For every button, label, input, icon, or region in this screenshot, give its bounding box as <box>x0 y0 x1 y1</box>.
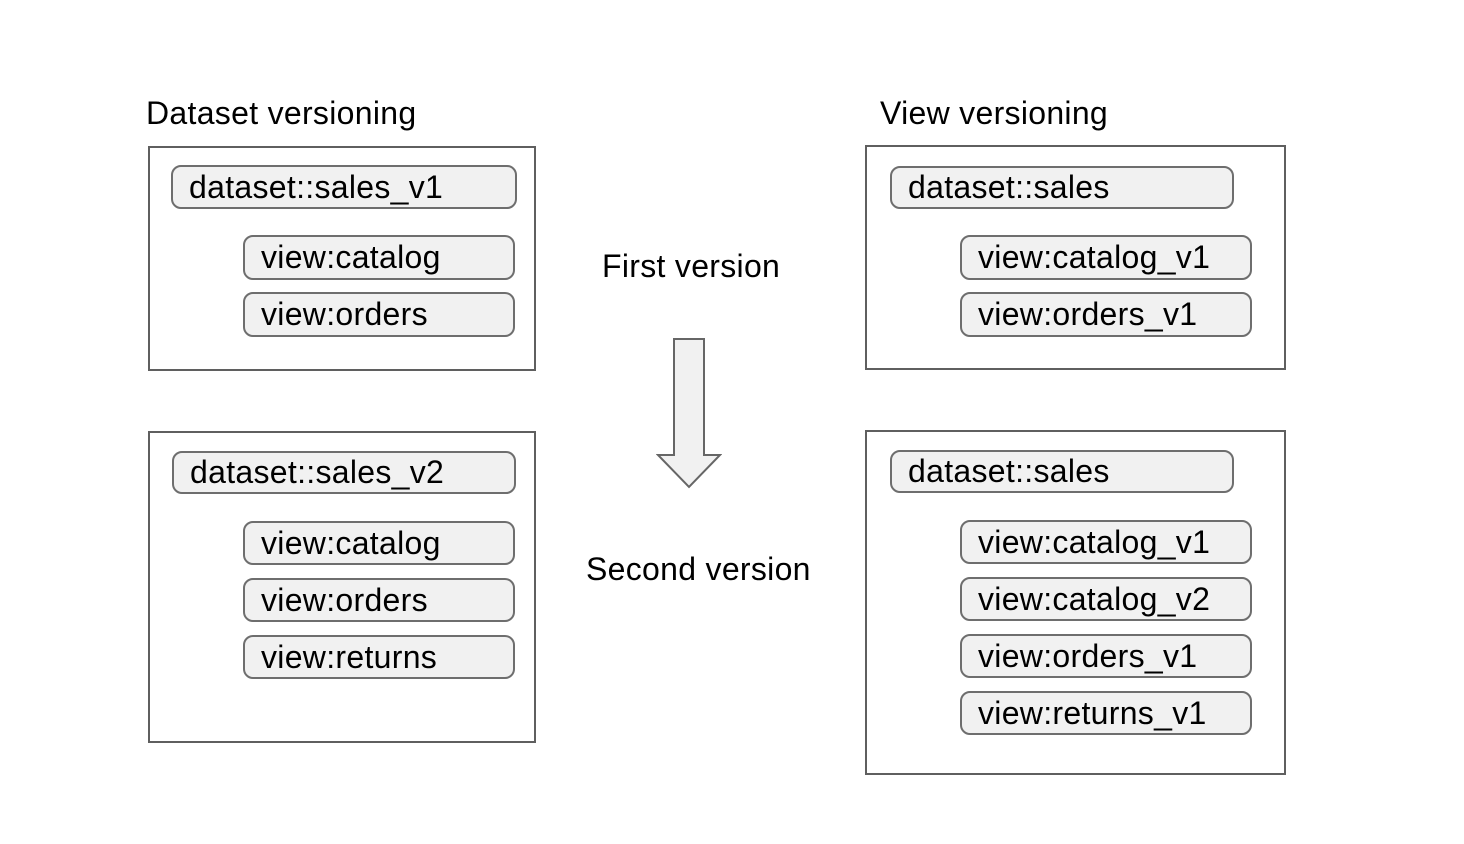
view-pill: view:orders <box>243 292 515 337</box>
view-pill: view:returns_v1 <box>960 691 1252 735</box>
view-pill: view:orders <box>243 578 515 622</box>
view-pill: view:catalog <box>243 521 515 565</box>
view-pill: view:orders_v1 <box>960 634 1252 678</box>
dataset-pill: dataset::sales_v2 <box>172 451 516 494</box>
dataset-pill: dataset::sales <box>890 166 1234 209</box>
view-pill: view:catalog_v1 <box>960 235 1252 280</box>
view-versioning-second-box: dataset::sales view:catalog_v1 view:cata… <box>865 430 1286 775</box>
view-pill: view:orders_v1 <box>960 292 1252 337</box>
second-version-label: Second version <box>586 551 811 587</box>
dataset-pill: dataset::sales_v1 <box>171 165 517 209</box>
dataset-pill: dataset::sales <box>890 450 1234 493</box>
view-versioning-title: View versioning <box>880 95 1109 131</box>
view-versioning-first-box: dataset::sales view:catalog_v1 view:orde… <box>865 145 1286 370</box>
view-pill: view:catalog_v1 <box>960 520 1252 564</box>
view-pill: view:catalog_v2 <box>960 577 1252 621</box>
dataset-versioning-title: Dataset versioning <box>146 95 417 131</box>
down-arrow-icon <box>655 338 723 489</box>
dataset-versioning-second-box: dataset::sales_v2 view:catalog view:orde… <box>148 431 536 743</box>
first-version-label: First version <box>602 248 781 284</box>
view-pill: view:catalog <box>243 235 515 280</box>
view-pill: view:returns <box>243 635 515 679</box>
dataset-versioning-first-box: dataset::sales_v1 view:catalog view:orde… <box>148 146 536 371</box>
